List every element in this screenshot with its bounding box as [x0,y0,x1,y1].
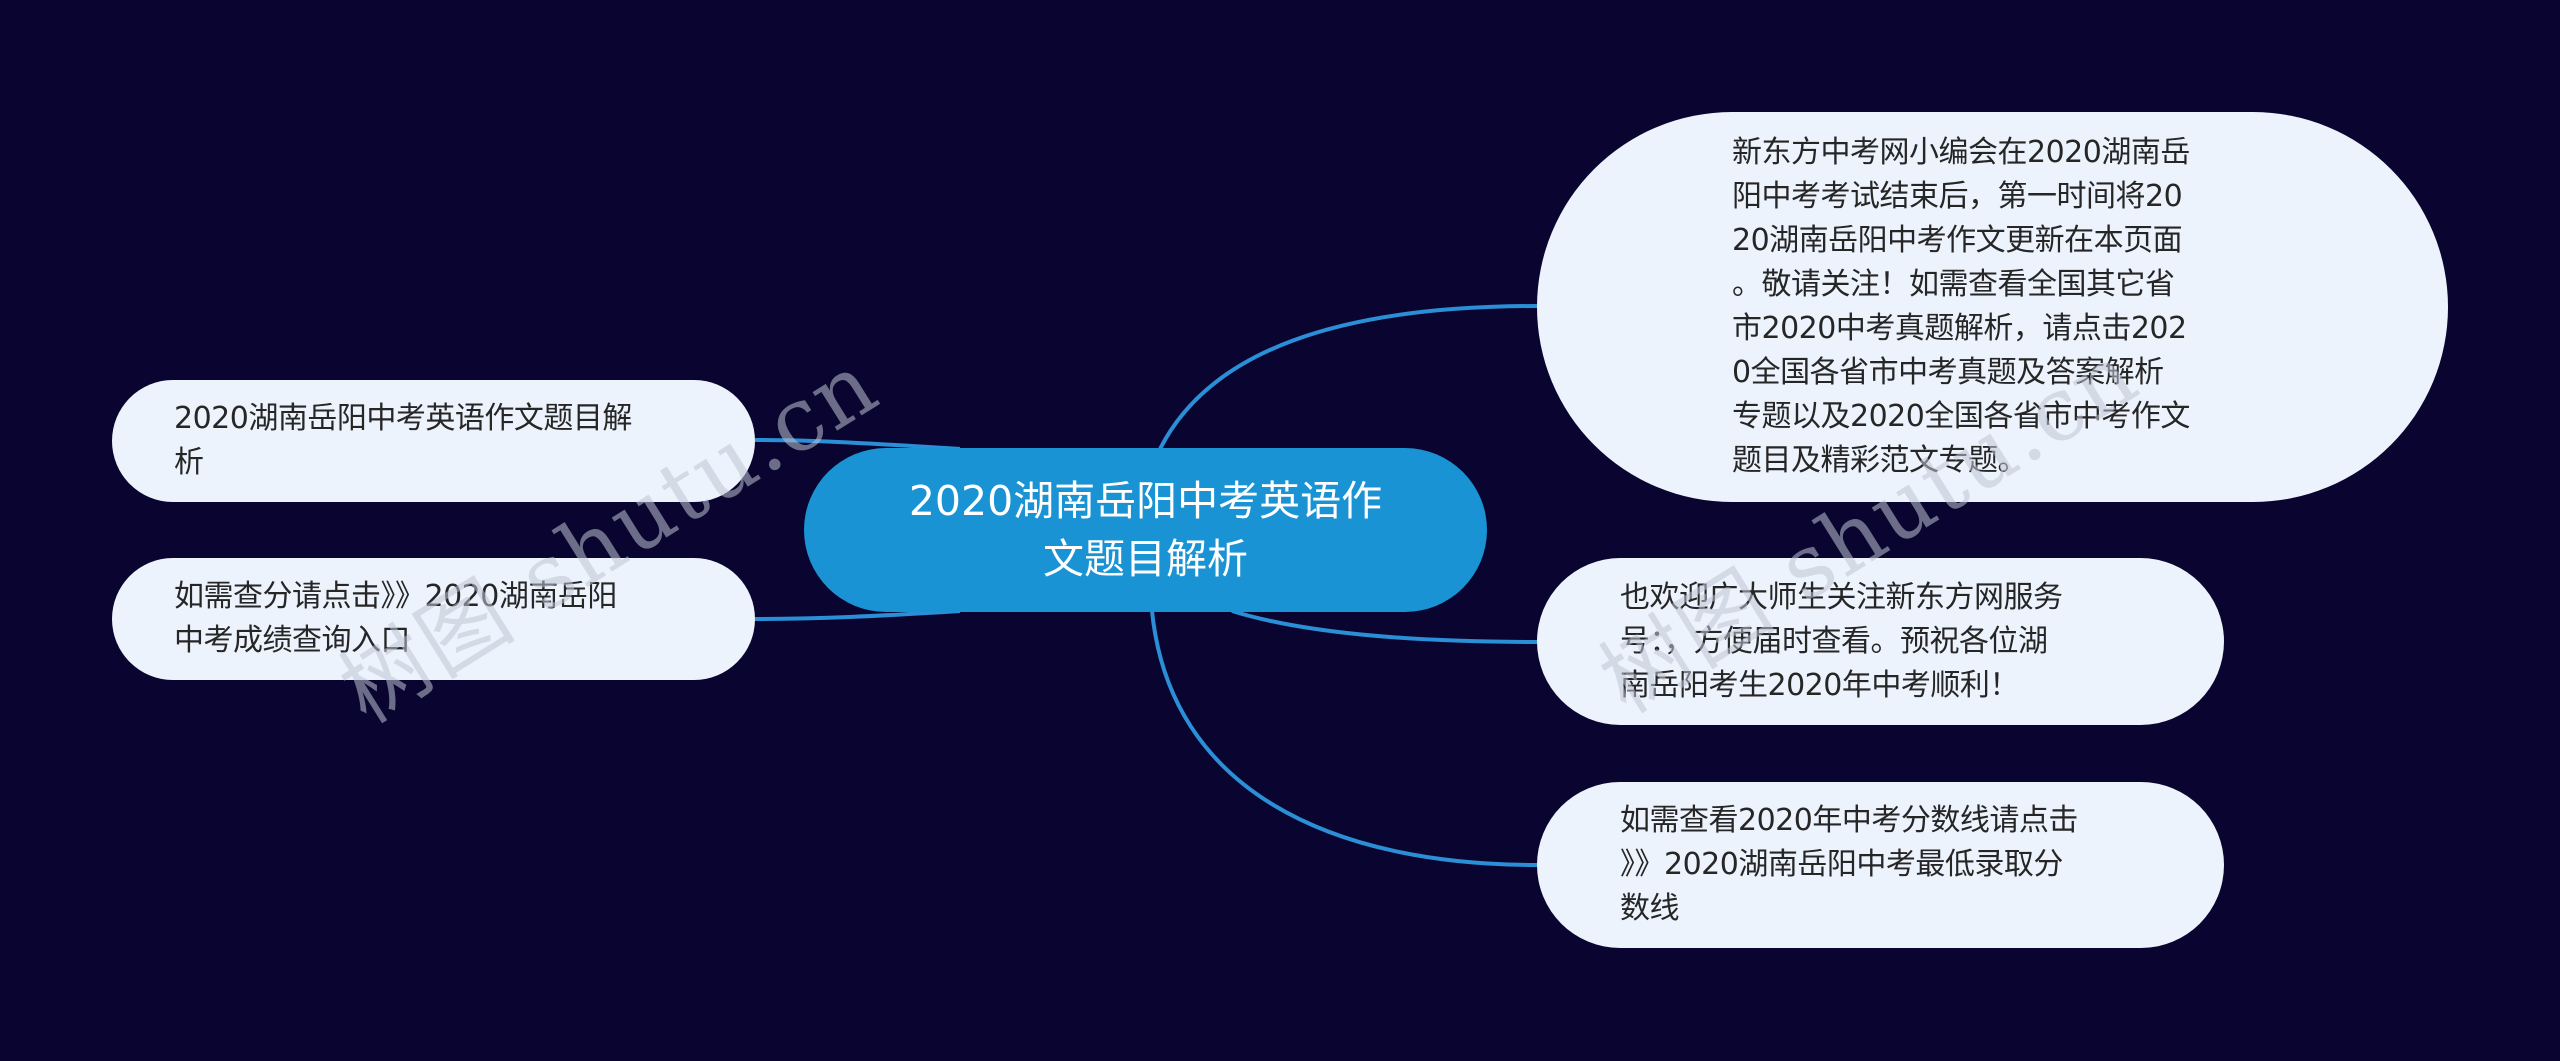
node-text-line: 如需查分请点击》》2020湖南岳阳 [174,579,617,614]
node-text-line: 。敬请关注！如需查看全国其它省 [1732,267,2175,302]
node-text-line: 20湖南岳阳中考作文更新在本页面 [1732,223,2183,258]
node-text-line: 析 [174,445,204,480]
connector-root-to-right-3 [1150,610,1538,867]
node-text-line: 题目及精彩范文专题。 [1732,443,2028,478]
node-text-line: 如需查看2020年中考分数线请点击 [1620,803,2078,838]
left-node-1[interactable]: 2020湖南岳阳中考英语作文题目解 析 [112,380,755,502]
node-text-line: 中考成绩查询入口 [174,623,411,658]
node-text-line: 南岳阳考生2020年中考顺利！ [1620,667,2019,703]
root-text-line: 2020湖南岳阳中考英语作 [908,477,1383,525]
node-text-line: 市2020中考真题解析，请点击202 [1732,311,2187,346]
node-text-line: 号：，方便届时查看。预祝各位湖 [1620,623,2048,659]
connector-root-to-right-2 [1231,609,1538,644]
node-text-line: 》》2020湖南岳阳中考最低录取分 [1620,847,2063,882]
root-node[interactable]: 2020湖南岳阳中考英语作 文题目解析 [804,448,1487,612]
node-text-line: 专题以及2020全国各省市中考作文 [1732,399,2190,434]
node-text-line: 2020湖南岳阳中考英语作文题目解 [174,401,632,436]
right-node-3[interactable]: 如需查看2020年中考分数线请点击 》》2020湖南岳阳中考最低录取分 数线 [1537,782,2224,948]
node-text-line: 也欢迎广大师生关注新东方网服务 [1620,579,2063,615]
connector-root-to-right-1 [1158,304,1538,450]
right-node-2[interactable]: 也欢迎广大师生关注新东方网服务 号：，方便届时查看。预祝各位湖 南岳阳考生202… [1537,558,2224,725]
connector-root-to-left-2 [754,609,961,621]
node-text-line: 新东方中考网小编会在2020湖南岳 [1732,135,2190,170]
node-text-line: 阳中考考试结束后，第一时间将20 [1732,179,2183,214]
node-text-line: 0全国各省市中考真题及答案解析 [1732,355,2164,390]
root-text-line: 文题目解析 [1043,535,1248,583]
left-node-2[interactable]: 如需查分请点击》》2020湖南岳阳 中考成绩查询入口 [112,558,755,680]
right-node-1[interactable]: 新东方中考网小编会在2020湖南岳 阳中考考试结束后，第一时间将20 20湖南岳… [1537,112,2448,502]
node-text-line: 数线 [1620,891,1680,926]
